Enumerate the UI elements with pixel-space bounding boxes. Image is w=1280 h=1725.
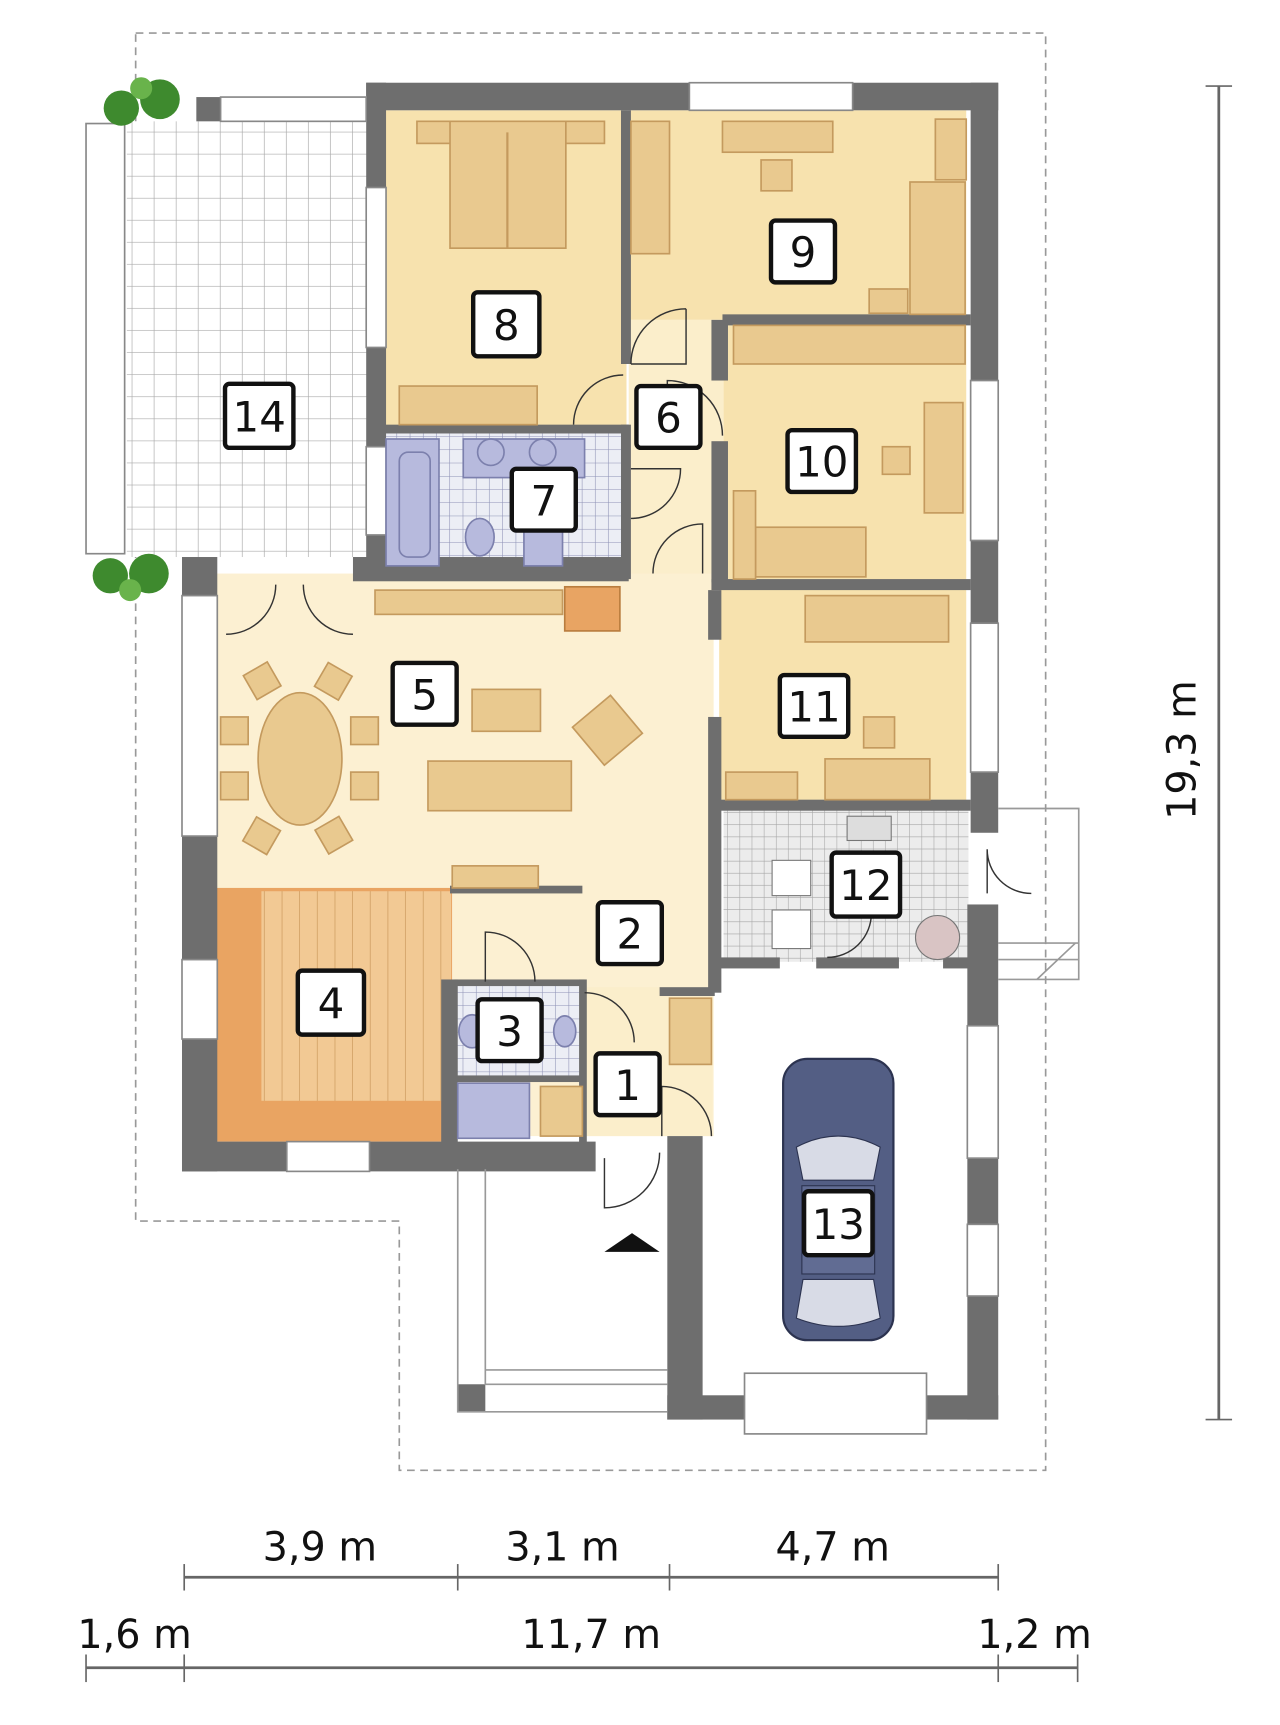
room-label-11: 11	[777, 672, 851, 740]
room-label-5: 5	[390, 660, 459, 727]
svg-text:8: 8	[493, 301, 520, 350]
room-label-13: 13	[801, 1189, 875, 1258]
room-label-14: 14	[222, 381, 296, 451]
svg-text:5: 5	[411, 670, 438, 719]
porch	[456, 1169, 668, 1413]
room-14-terrace	[126, 121, 370, 558]
plant-icon	[92, 77, 180, 602]
room-6-hall	[628, 319, 724, 585]
svg-text:14: 14	[233, 392, 286, 441]
dimension-bottom: 1,6 m 11,7 m 1,2 m	[77, 1612, 1092, 1683]
room-label-3: 3	[475, 997, 544, 1064]
room-label-8: 8	[470, 290, 542, 359]
windows	[85, 81, 1000, 1435]
room-label-6: 6	[634, 383, 703, 451]
svg-text:1: 1	[614, 1061, 641, 1110]
room-label-9: 9	[768, 218, 838, 285]
svg-text:6: 6	[655, 394, 682, 443]
dim-label: 3,1 m	[505, 1525, 619, 1571]
room-label-12: 12	[829, 850, 903, 919]
dim-label: 11,7 m	[521, 1612, 661, 1658]
plot-outline	[134, 32, 1047, 1472]
walls	[181, 82, 999, 1420]
dim-label: 1,2 m	[977, 1612, 1091, 1658]
dim-label: 4,7 m	[776, 1525, 890, 1571]
svg-text:7: 7	[530, 476, 557, 525]
furniture	[219, 118, 968, 1137]
room-label-10: 10	[785, 427, 859, 495]
dim-label-vertical: 19,3 m	[1159, 680, 1205, 820]
entrance-arrow-icon	[604, 1233, 660, 1252]
doors	[226, 308, 1032, 1209]
svg-text:9: 9	[790, 228, 817, 277]
room-label-2: 2	[595, 900, 665, 967]
dimension-top: 3,9 m 3,1 m 4,7 m	[183, 1525, 1000, 1591]
room-label-7: 7	[509, 466, 578, 533]
room-label-1: 1	[593, 1051, 662, 1118]
svg-text:2: 2	[616, 910, 643, 959]
svg-text:4: 4	[318, 979, 345, 1028]
dim-label: 1,6 m	[77, 1612, 191, 1658]
svg-text:13: 13	[812, 1200, 865, 1249]
svg-text:12: 12	[839, 861, 892, 910]
svg-text:10: 10	[795, 438, 848, 487]
side-steps	[998, 807, 1080, 981]
dimension-vertical: 19,3 m	[1159, 85, 1233, 1421]
svg-text:3: 3	[496, 1007, 523, 1056]
dim-label: 3,9 m	[263, 1525, 377, 1571]
room-labels: 1 2 3 4 5 6 7 8 9 10 11 12 13 14	[222, 218, 903, 1258]
svg-text:11: 11	[787, 683, 840, 732]
room-label-4: 4	[295, 968, 367, 1037]
